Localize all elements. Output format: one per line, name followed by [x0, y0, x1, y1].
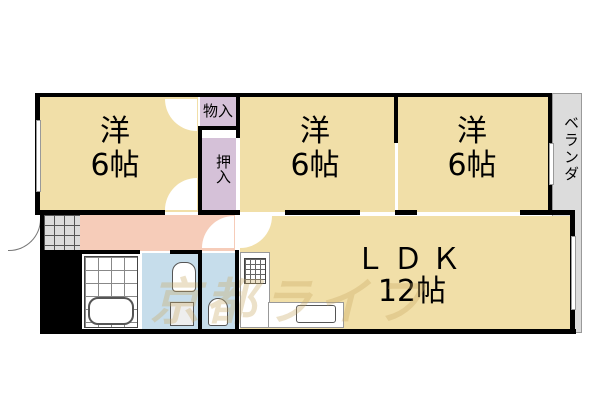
bathtub-icon [88, 297, 134, 325]
storage [200, 96, 236, 126]
wall-left-lower [40, 215, 44, 333]
wall-hall-bottom-2 [170, 250, 202, 254]
wall-mid-horizontal-2 [198, 210, 240, 215]
wall-top [35, 93, 552, 97]
wall-mid-horizontal-3 [285, 210, 360, 215]
wall-hall-bottom [80, 250, 140, 254]
ldk-size-label: 12帖 [377, 274, 447, 309]
room-3-type-label: 洋 [457, 114, 487, 149]
wall-mid-horizontal-5 [520, 210, 575, 215]
room-2-type-label: 洋 [300, 114, 330, 149]
wall-storage-right [236, 93, 240, 138]
wall-mid-horizontal-4 [395, 210, 417, 215]
closet-label: 押入 [214, 154, 232, 184]
wall-mid-horizontal [40, 210, 165, 215]
ldk-type-label: ＬＤＫ [355, 242, 469, 277]
toilet-icon [208, 298, 228, 326]
entrance-door-swing [8, 216, 41, 251]
room-1-size-label: 6帖 [90, 148, 140, 183]
wall-room2-room3 [394, 93, 398, 143]
wall-toilet-ldk [235, 250, 239, 330]
wall-closet-left [198, 126, 202, 215]
room-2-size-label: 6帖 [290, 148, 340, 183]
veranda-label: ベランダ [562, 115, 580, 183]
watermark: 京都ライフ [150, 273, 430, 331]
shoe-storage [40, 250, 80, 333]
storage-label: 物入 [202, 102, 233, 120]
window-ldk-veranda [571, 236, 576, 310]
wall-bath-left [78, 250, 82, 330]
wall-wash-toilet [198, 250, 202, 330]
western-room-2 [240, 96, 395, 212]
washing-machine-icon [170, 302, 194, 326]
sink-basin [296, 305, 336, 323]
window-room3-veranda [549, 143, 554, 185]
washbasin-icon [172, 262, 196, 292]
window-room1 [36, 120, 41, 192]
wall-storage-bottom [198, 126, 240, 130]
room-3-size-label: 6帖 [447, 148, 497, 183]
western-room-3 [398, 96, 548, 212]
closet [202, 138, 236, 210]
wall-bottom [40, 329, 576, 334]
stove-icon [244, 258, 266, 284]
room-1-type-label: 洋 [100, 114, 130, 149]
